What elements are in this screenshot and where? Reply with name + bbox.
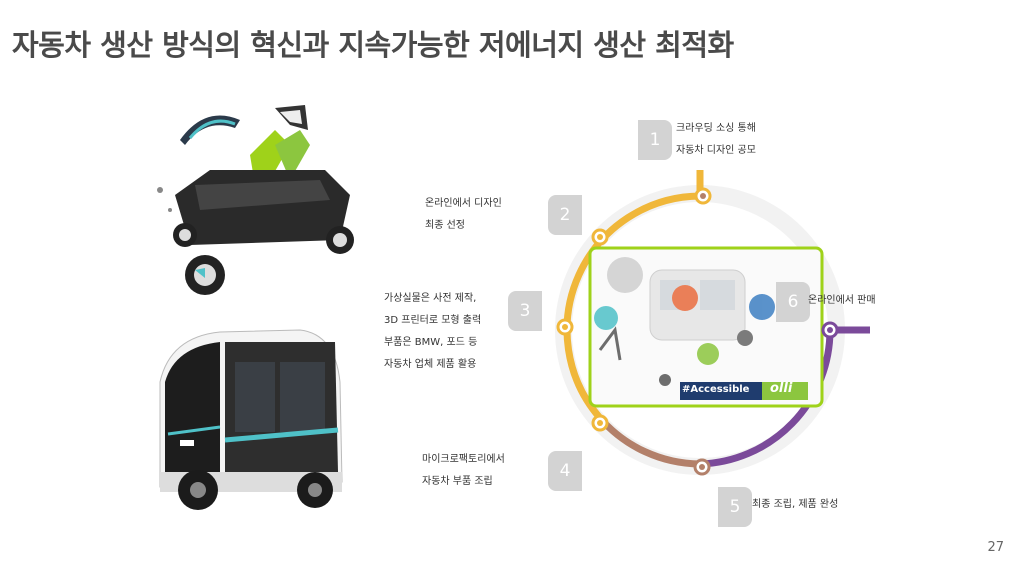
accessible-badge-bg	[680, 382, 762, 400]
step-3-text: 가상실물은 사전 제작, 3D 프린터로 모형 출력 부품은 BMW, 포드 등…	[384, 293, 482, 370]
step-2-text: 온라인에서 디자인 최종 선정	[425, 198, 502, 231]
accessible-badge: #Accessible	[682, 384, 750, 395]
cycle-arc-brown	[597, 415, 701, 468]
olli-logo: olli	[770, 381, 793, 396]
step-4-number-tab: 4	[548, 451, 582, 491]
cycle-arc-purple	[699, 329, 834, 468]
step-6-text: 온라인에서 판매	[808, 295, 876, 306]
olli-shuttle-image	[150, 322, 350, 517]
olli-logo-bg	[762, 382, 808, 400]
step-2-number-tab: 2	[548, 195, 582, 235]
cycle-arc-yellow	[563, 192, 701, 421]
step-5-number-tab: 5	[718, 487, 752, 527]
step-5-text: 최종 조립, 제품 완성	[752, 499, 839, 510]
step-1-number-tab: 1	[638, 120, 672, 160]
step-1-text: 크라우딩 소싱 통해 자동차 디자인 공모	[676, 123, 756, 156]
page-title: 자동차 생산 방식의 혁신과 지속가능한 저에너지 생산 최적화	[12, 28, 734, 62]
exploded-vehicle-image	[150, 100, 360, 300]
step-3-number-tab: 3	[508, 291, 542, 331]
step-6-number-tab: 6	[776, 282, 810, 322]
step-4-text: 마이크로팩토리에서 자동차 부품 조립	[422, 454, 505, 487]
page-number: 27	[987, 540, 1004, 555]
